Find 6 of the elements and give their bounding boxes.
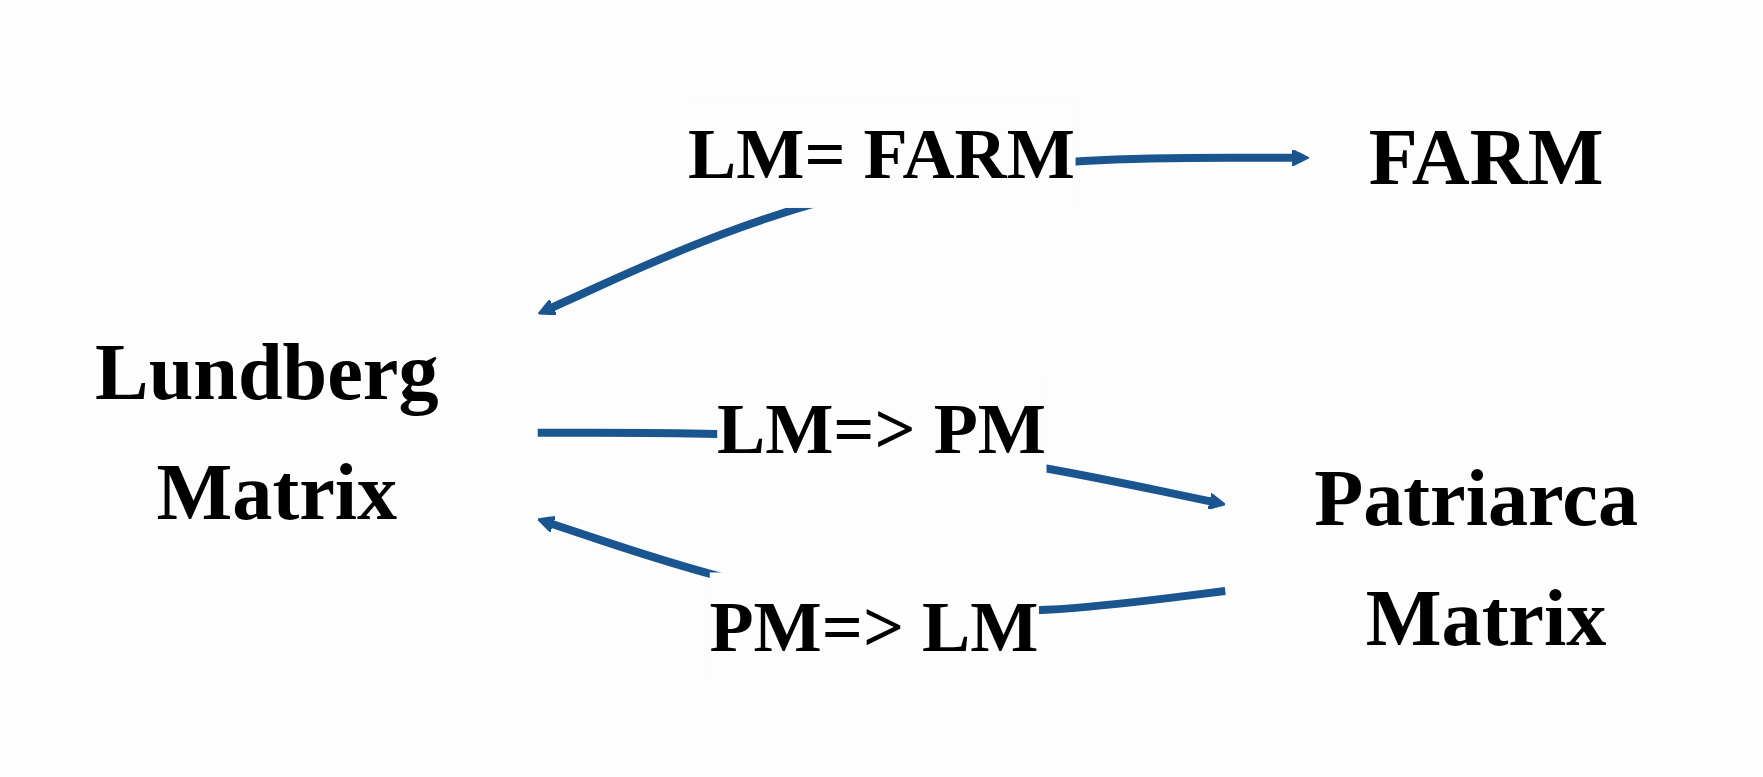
node-text: Lundberg Matrix — [95, 326, 439, 537]
node-text: Patriarca Matrix — [1314, 452, 1639, 664]
edge-label: LM= FARM — [688, 113, 1075, 194]
edge-label: PM=> LM — [709, 586, 1039, 667]
node-text: FARM — [1368, 111, 1604, 202]
edge-label: LM=> PM — [716, 388, 1047, 469]
